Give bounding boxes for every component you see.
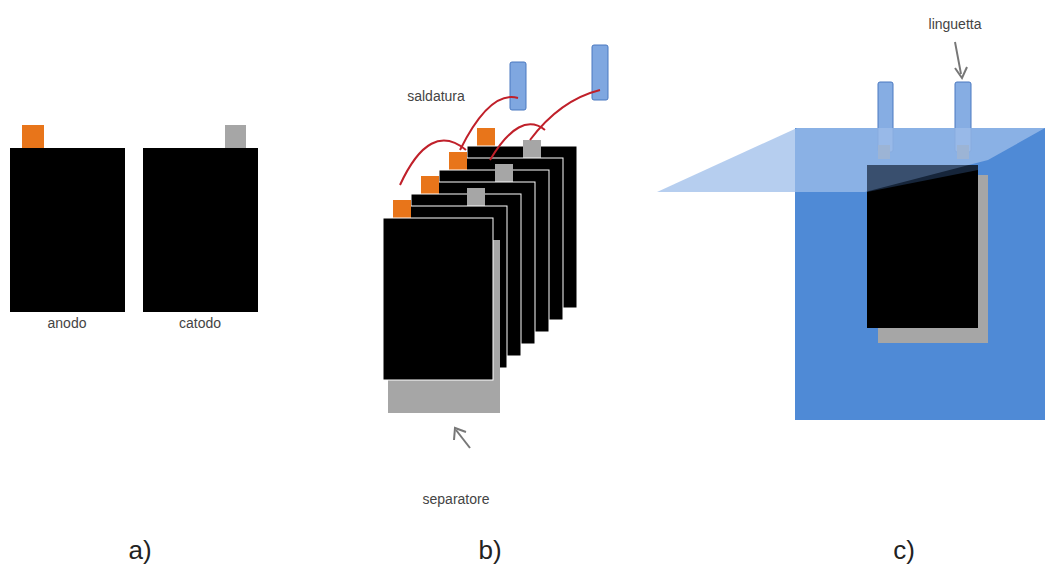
part-label: anodo: [48, 316, 87, 331]
anode-sheet: [10, 148, 125, 312]
cathode-sheet: [143, 148, 258, 312]
stack-layer: [383, 218, 493, 380]
stack-layer: [467, 188, 485, 206]
stack-layer: [477, 128, 495, 146]
part-label: catodo: [179, 316, 221, 331]
weld-lines: [400, 90, 600, 185]
panel-letter: a): [128, 536, 151, 565]
cell-stack: [867, 165, 978, 328]
panel-letter: c): [893, 536, 915, 565]
anode-tab: [22, 125, 44, 149]
electrode-stack: [383, 128, 577, 413]
stack-layer: [449, 152, 467, 170]
stack-layer: [421, 176, 439, 194]
stack-layer: [495, 164, 513, 182]
tab: [510, 62, 526, 110]
cathode-tab: [225, 125, 246, 149]
part-label: separatore: [423, 492, 490, 507]
leader-arrow: [454, 428, 470, 448]
part-label: linguetta: [929, 17, 982, 32]
stack-layer: [523, 140, 541, 158]
stack-layer: [393, 200, 411, 218]
flap-shadow: [867, 165, 978, 192]
part-label: saldatura: [407, 89, 465, 104]
leader-arrow: [955, 42, 967, 78]
panel-letter: b): [478, 536, 501, 565]
pouch-flap: [657, 128, 1045, 192]
